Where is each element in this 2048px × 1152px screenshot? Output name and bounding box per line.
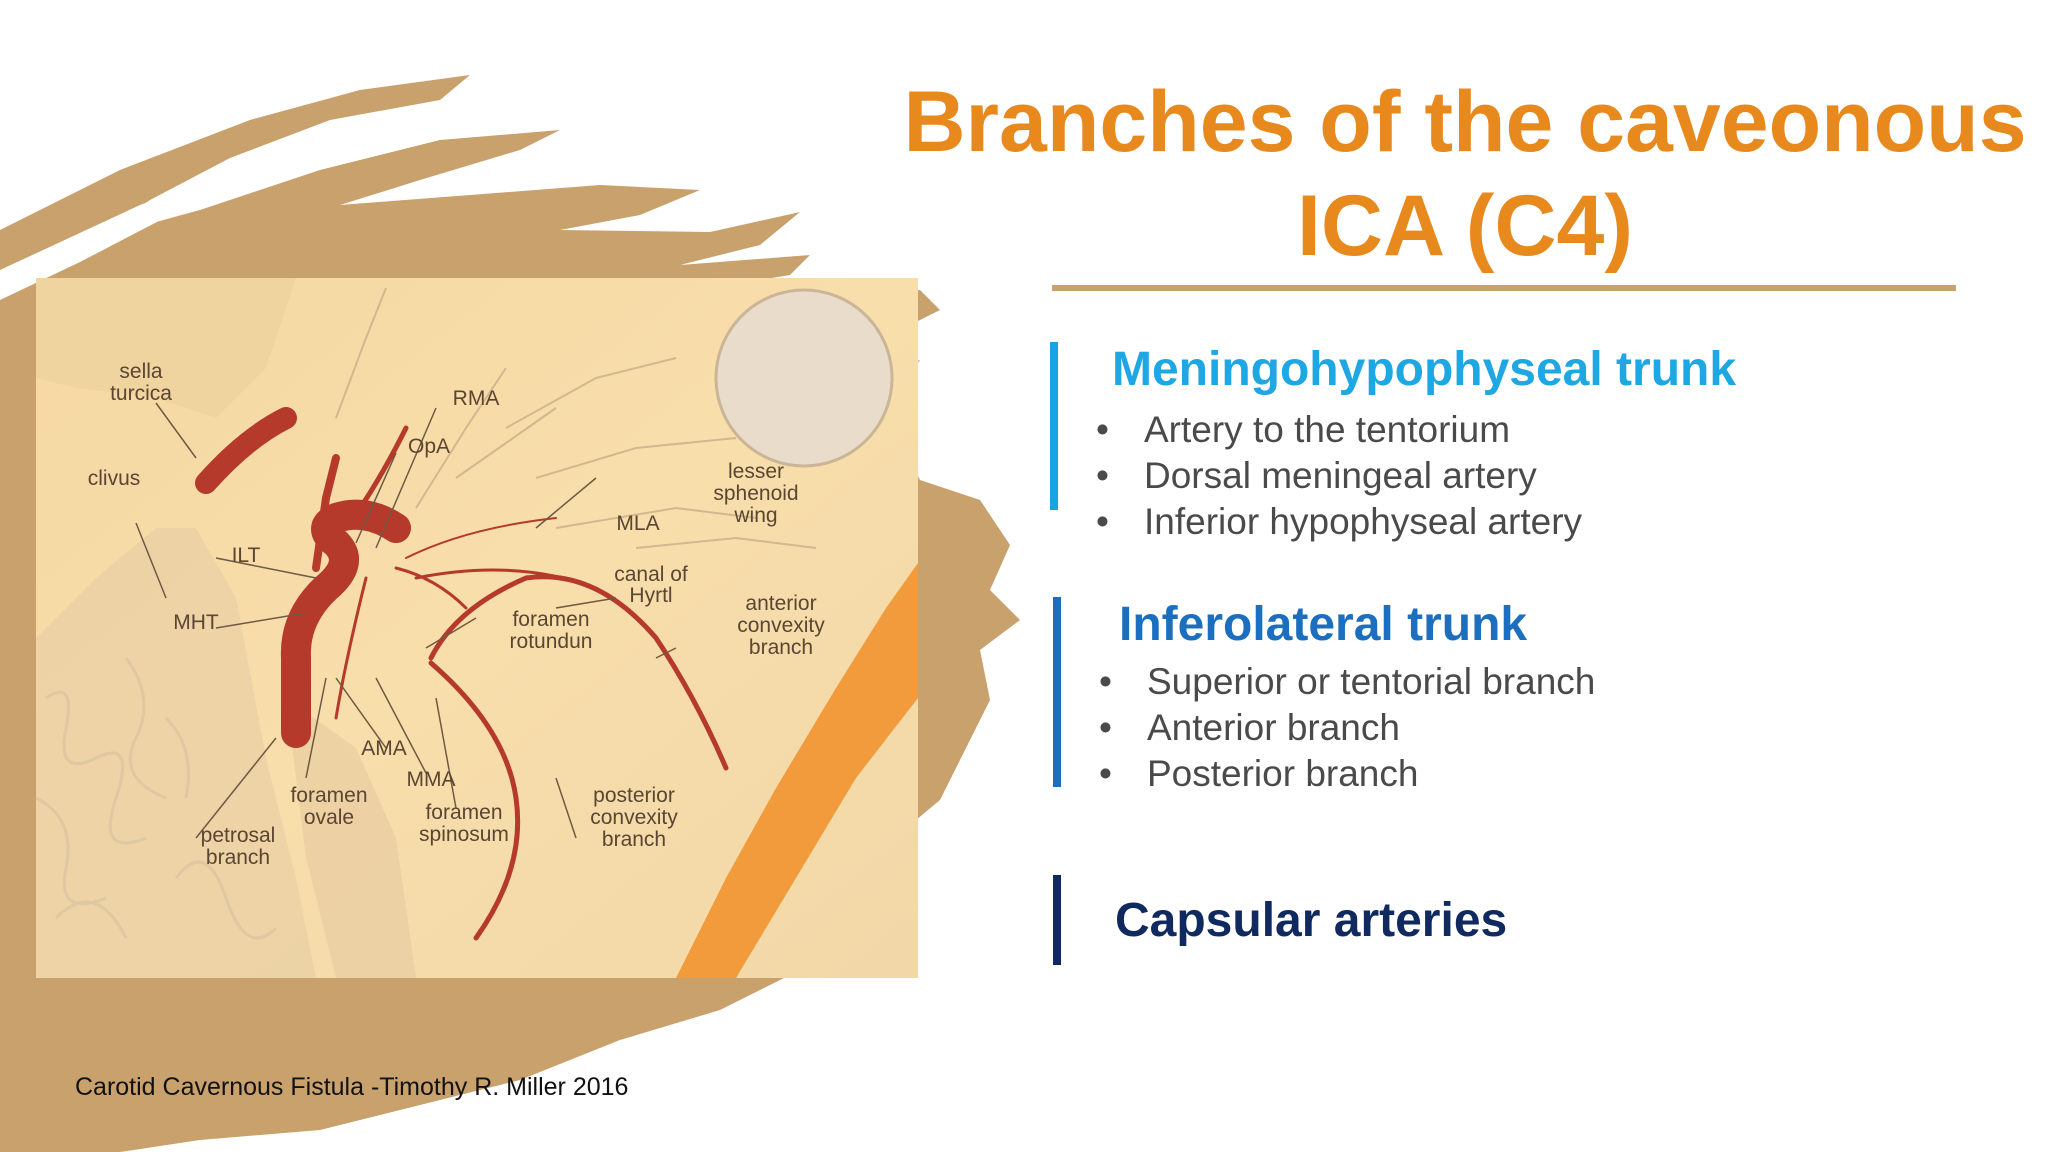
list-item: • Superior or tentorial branch <box>1099 659 1595 705</box>
label-branch-posterior: branch <box>602 828 666 851</box>
label-convexity-anterior: convexity <box>737 614 825 637</box>
list-item: • Dorsal meningeal artery <box>1096 453 1582 499</box>
bullet-icon: • <box>1099 707 1112 748</box>
label-mht: MHT <box>173 611 219 634</box>
bullet-list: • Superior or tentorial branch • Anterior … <box>1099 659 1595 797</box>
label-branch-petrosal: branch <box>206 846 270 869</box>
label-foramen-spinosum: foramen <box>425 801 502 824</box>
label-opa: OpA <box>408 435 450 458</box>
label-anterior: anterior <box>745 592 816 615</box>
section-heading: Inferolateral trunk <box>1119 598 1528 651</box>
label-convexity-posterior: convexity <box>590 806 678 829</box>
label-turcica: turcica <box>110 382 172 405</box>
bullet-icon: • <box>1096 455 1109 496</box>
label-posterior: posterior <box>593 784 675 807</box>
section-inferolateral-trunk: Inferolateral trunk • Superior or tentori… <box>1053 597 1953 794</box>
label-hyrtl: Hyrtl <box>629 584 672 607</box>
section-heading: Capsular arteries <box>1115 894 1508 947</box>
label-ama: AMA <box>361 737 407 760</box>
section-meningohypophyseal-trunk: Meningohypophyseal trunk • Artery to the … <box>1050 342 1950 542</box>
label-rotundun: rotundun <box>510 630 593 653</box>
label-branch-anterior: branch <box>749 636 813 659</box>
label-ilt: ILT <box>232 544 261 567</box>
list-item: • Posterior branch <box>1099 751 1595 797</box>
cavernous-sinus-anatomy-illustration: sella turcica clivus RMA OpA lesser sphe… <box>36 278 918 978</box>
label-spinosum: spinosum <box>419 823 509 846</box>
list-item-text: Anterior branch <box>1147 707 1400 748</box>
label-wing: wing <box>733 504 777 527</box>
label-ovale: ovale <box>304 806 354 829</box>
section-accent-bar <box>1050 342 1058 510</box>
label-mla: MLA <box>616 512 659 535</box>
bullet-icon: • <box>1099 753 1112 794</box>
section-heading: Meningohypophyseal trunk <box>1112 343 1737 396</box>
list-item-text: Dorsal meningeal artery <box>1144 455 1537 496</box>
label-rma: RMA <box>453 387 500 410</box>
slide-title: Branches of the caveonous ICA (C4) <box>903 74 2027 274</box>
label-foramen-rotundum: foramen <box>512 608 589 631</box>
label-mma: MMA <box>407 768 456 791</box>
bullet-icon: • <box>1096 501 1109 542</box>
image-credit: Carotid Cavernous Fistula -Timothy R. Mi… <box>75 1073 629 1101</box>
label-lesser: lesser <box>728 460 784 483</box>
bullet-icon: • <box>1096 409 1109 450</box>
label-canal-of: canal of <box>614 563 688 586</box>
list-item: • Anterior branch <box>1099 705 1595 751</box>
section-accent-bar <box>1053 875 1061 965</box>
list-item-text: Inferior hypophyseal artery <box>1144 501 1583 542</box>
label-sella: sella <box>119 360 163 383</box>
section-accent-bar <box>1053 597 1061 787</box>
list-item: • Artery to the tentorium <box>1096 407 1582 453</box>
title-divider <box>1052 285 1956 291</box>
list-item-text: Posterior branch <box>1147 753 1419 794</box>
bullet-icon: • <box>1099 661 1112 702</box>
label-sphenoid: sphenoid <box>713 482 798 505</box>
list-item: • Inferior hypophyseal artery <box>1096 499 1582 545</box>
list-item-text: Artery to the tentorium <box>1144 409 1511 450</box>
label-foramen-ovale: foramen <box>290 784 367 807</box>
list-item-text: Superior or tentorial branch <box>1147 661 1596 702</box>
section-capsular-arteries: Capsular arteries <box>1053 875 1753 965</box>
label-petrosal: petrosal <box>201 824 276 847</box>
bullet-list: • Artery to the tentorium • Dorsal meninge… <box>1096 407 1582 545</box>
label-clivus: clivus <box>88 467 141 490</box>
